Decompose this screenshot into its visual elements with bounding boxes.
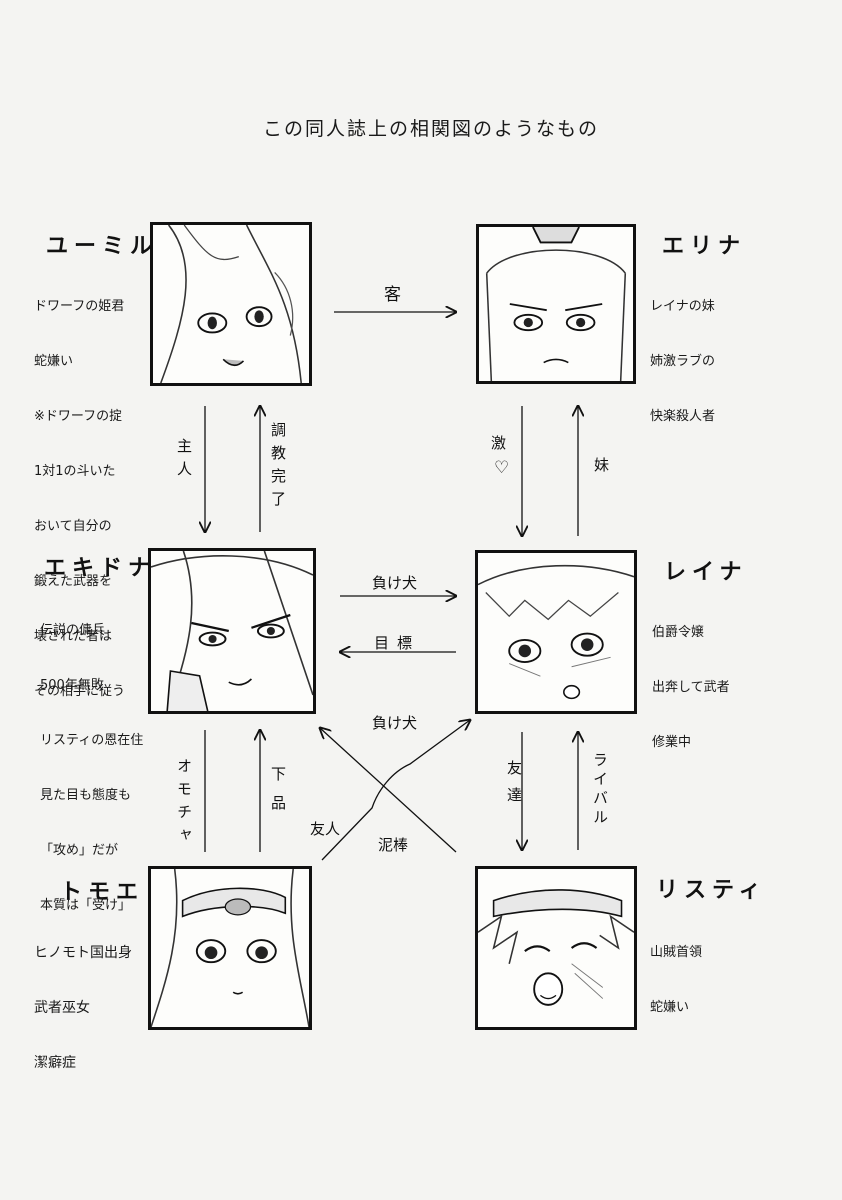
desc-line: 山賊首領 (650, 945, 703, 960)
rel-risty-echidna: 負け犬 (372, 714, 418, 732)
desc-line: 蛇嫌い (34, 354, 74, 369)
desc-line: ヒノモト国出身 (34, 945, 132, 961)
rel-echidna-tomoe: オモチャ (175, 758, 193, 850)
desc-line: 「攻め」だが (40, 843, 119, 858)
desc-line: 壊された者は (34, 629, 113, 644)
desc-line: 姉激ラブの (650, 354, 716, 369)
desc-line: 潔癖症 (34, 1055, 76, 1071)
rel-erina-leina: 激 (491, 434, 507, 452)
rel-erina-leina-heart: ♡ (494, 458, 510, 478)
rel-leina-risty: 友達 (505, 760, 523, 814)
name-erina: エリナ (662, 234, 747, 259)
desc-line: 500年無敗 (40, 678, 104, 693)
desc-leina: 伯爵令嬢 出奔して武者 修業中 (652, 588, 730, 789)
desc-tomoe: ヒノモト国出身 武者巫女 潔癖症 (34, 908, 132, 1109)
desc-line: 見た目も態度も (40, 788, 132, 803)
name-tomoe: トモエ (60, 880, 145, 905)
arrow-tomoe-leina (321, 720, 470, 861)
desc-line: 鍛えた武器を (34, 574, 113, 589)
rel-echidna-ymir: 調教完了 (269, 422, 287, 514)
name-ymir: ユーミル (46, 234, 159, 259)
desc-line: 伝説の傭兵 (40, 623, 106, 638)
desc-echidna: 伝説の傭兵 500年無敗 リスティの恩在住 見た目も態度も 「攻め」だが 本質は… (40, 586, 143, 952)
desc-line: ドワーフの姫君 (34, 299, 125, 314)
desc-line: 出奔して武者 (652, 680, 730, 695)
page-title: この同人誌上の相関図のようなもの (262, 118, 599, 140)
desc-line: 1対1の斗いた (34, 464, 116, 479)
desc-line: ※ドワーフの掟 (34, 409, 123, 424)
rel-ymir-erina: 客 (384, 285, 401, 305)
name-echidna: エキドナ (44, 556, 157, 581)
rel-tomoe-leina: 友人 (310, 820, 341, 838)
desc-line: 蛇嫌い (650, 1000, 690, 1015)
desc-line: 武者巫女 (34, 1000, 90, 1016)
portrait-erina (476, 224, 636, 384)
portrait-leina (475, 550, 637, 714)
rel-echidna-leina: 負け犬 (372, 574, 418, 592)
portrait-ymir (150, 222, 312, 386)
desc-line: リスティの恩在住 (40, 733, 144, 748)
desc-line: レイナの妹 (650, 299, 715, 314)
portrait-tomoe (148, 866, 312, 1030)
rel-tomoe-echidna: 下品 (269, 766, 287, 824)
rel-ymir-echidna: 主人 (175, 438, 193, 484)
rel-leina-echidna: 目標 (374, 634, 421, 652)
name-leina: レイナ (664, 560, 748, 585)
desc-line: その相手に従う (34, 684, 126, 699)
desc-line: 修業中 (652, 735, 692, 750)
desc-erina: レイナの妹 姉激ラブの 快楽殺人者 (650, 262, 715, 463)
rel-risty-leina: ライバル (591, 752, 609, 828)
arrow-risty-echidna (320, 728, 457, 853)
portrait-echidna (148, 548, 316, 714)
desc-line: 伯爵令嬢 (652, 625, 705, 640)
desc-line: 本質は「受け」 (40, 898, 132, 913)
rel-echidna-risty: 泥棒 (378, 836, 409, 854)
desc-risty: 山賊首領 蛇嫌い (650, 908, 702, 1054)
name-risty: リスティ (656, 878, 767, 903)
rel-leina-erina: 妹 (594, 456, 610, 474)
portrait-risty (475, 866, 637, 1030)
desc-line: 快楽殺人者 (650, 409, 716, 424)
desc-line: おいて自分の (34, 519, 112, 534)
desc-ymir: ドワーフの姫君 蛇嫌い ※ドワーフの掟 1対1の斗いた おいて自分の 鍛えた武器… (34, 262, 125, 738)
